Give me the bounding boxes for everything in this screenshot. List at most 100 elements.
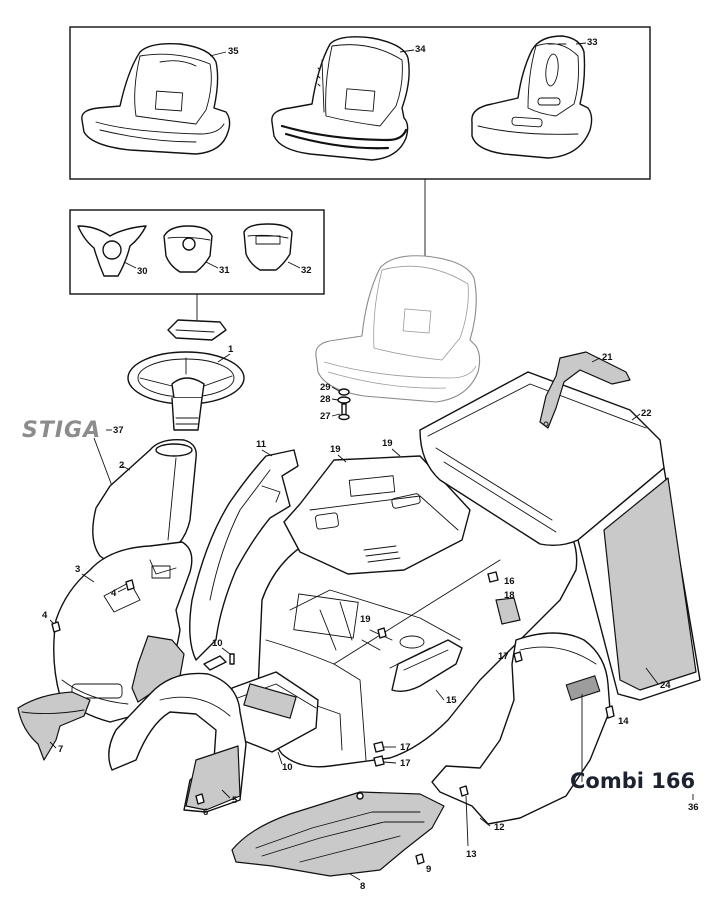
cap-31-drawing xyxy=(163,225,213,273)
screw-9 xyxy=(415,853,425,865)
leader-28 xyxy=(331,398,339,401)
callout-5: 5 xyxy=(232,795,238,806)
callout-19a: 18 xyxy=(504,590,515,601)
control-panel-drawing xyxy=(283,455,471,575)
callout-6: 6 xyxy=(203,807,208,818)
leader-12 xyxy=(261,449,273,457)
leader-29 xyxy=(331,386,340,392)
model-label: Combi 166 xyxy=(570,769,695,793)
callout-17a: 16 xyxy=(504,576,515,587)
screw-19a xyxy=(495,597,521,625)
callout-14: 13 xyxy=(466,849,477,860)
leader-25 xyxy=(631,413,641,421)
callout-11: 10 xyxy=(212,638,223,649)
callout-25: 22 xyxy=(641,408,652,419)
callout-18: 17 xyxy=(400,742,411,753)
collector-handle-drawing xyxy=(539,351,631,429)
clip-17a xyxy=(487,571,499,583)
leader-2 xyxy=(121,465,131,471)
callout-17b: 17 xyxy=(498,651,509,662)
callout-12: 11 xyxy=(256,439,267,450)
leader-16 xyxy=(435,689,445,701)
steering-cap-small xyxy=(167,319,227,341)
leader-3 xyxy=(81,573,95,583)
screw-4a xyxy=(125,579,135,591)
screw-6 xyxy=(195,793,205,805)
cap-30-drawing xyxy=(77,225,147,277)
battery-cover-drawing xyxy=(231,671,319,753)
seat-bolts-drawing xyxy=(337,388,351,421)
callout-32: 32 xyxy=(301,265,312,276)
cap-32-drawing xyxy=(243,223,293,271)
leader-21 xyxy=(337,454,347,463)
callout-30: 30 xyxy=(137,266,148,277)
callout-36: 36 xyxy=(688,802,699,813)
leader-8 xyxy=(349,873,361,881)
leader-5 xyxy=(221,789,231,799)
screw-4b xyxy=(51,621,61,633)
callout-37: 37 xyxy=(113,425,124,436)
leader-13 xyxy=(479,817,491,827)
callout-35: 35 xyxy=(228,46,239,57)
callout-7: 7 xyxy=(58,744,63,755)
floor-mat-drawing xyxy=(231,791,445,877)
screw-19b xyxy=(377,627,387,639)
side-panel-right-drawing xyxy=(391,639,463,693)
leader-22 xyxy=(391,448,401,457)
leader-4a xyxy=(117,587,127,593)
seat-35-drawing xyxy=(81,42,231,155)
callout-3: 3 xyxy=(75,564,80,575)
leader-27 xyxy=(331,413,341,417)
callout-29: 29 xyxy=(320,382,331,393)
leader-26 xyxy=(645,667,659,685)
leader-11 xyxy=(221,647,231,655)
rear-fender-drawing xyxy=(431,632,611,825)
callout-1: 1 xyxy=(228,344,234,355)
callout-31: 31 xyxy=(219,265,230,276)
seat-options-frame xyxy=(69,26,651,180)
leader-17c xyxy=(383,761,397,764)
leader-31 xyxy=(205,261,219,269)
leader-7 xyxy=(49,741,57,749)
callout-4a: 4 xyxy=(111,588,117,599)
callout-10: 10 xyxy=(282,762,293,773)
callout-9: 9 xyxy=(426,864,431,875)
side-panel-left-drawing xyxy=(189,449,299,661)
leader-34 xyxy=(399,49,415,53)
callout-28: 28 xyxy=(320,394,331,405)
leader-4b xyxy=(49,619,55,625)
stiga-logo-text: STIGA xyxy=(22,418,101,443)
stiga-logo: STIGA xyxy=(22,418,101,443)
leader-24 xyxy=(591,357,601,363)
cable-clip-drawing xyxy=(203,653,235,671)
steering-wheel-drawing xyxy=(127,351,245,431)
seat-34-drawing xyxy=(271,36,410,161)
callout-26: 24 xyxy=(660,680,671,691)
callout-24: 21 xyxy=(602,352,613,363)
leader-10 xyxy=(277,751,283,765)
callout-17c: 17 xyxy=(400,758,411,769)
leader-1 xyxy=(217,353,231,363)
callout-8: 8 xyxy=(360,881,365,892)
leader-33 xyxy=(575,42,587,45)
seat-33-drawing xyxy=(471,35,593,159)
callout-13: 12 xyxy=(494,822,505,833)
leader-32 xyxy=(287,261,301,269)
callout-34: 34 xyxy=(415,44,426,55)
callout-21: 19 xyxy=(330,444,341,455)
leader-35 xyxy=(209,51,227,57)
screw-18 xyxy=(373,741,385,753)
seat-ghost-drawing xyxy=(315,255,481,403)
screw-14 xyxy=(459,785,469,797)
callout-15: 14 xyxy=(618,716,629,727)
grass-collector-drawing xyxy=(419,371,701,701)
callout-27: 27 xyxy=(320,411,331,422)
callout-4b: 4 xyxy=(42,610,48,621)
clip-17c xyxy=(373,755,385,767)
callout-2: 2 xyxy=(119,460,124,471)
leader-14 xyxy=(465,795,469,847)
screw-15 xyxy=(605,705,615,719)
callout-22: 19 xyxy=(382,438,393,449)
leader-30 xyxy=(123,261,137,269)
